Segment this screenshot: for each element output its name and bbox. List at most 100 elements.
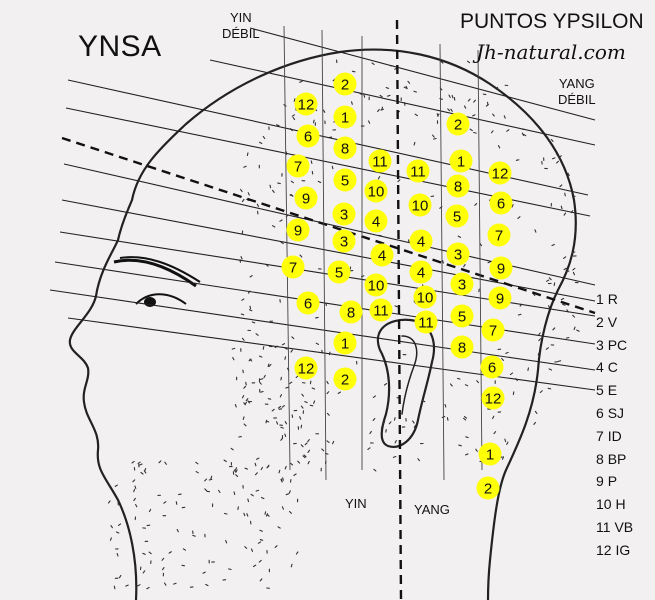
acupoint-label: 6 xyxy=(497,196,505,213)
acupoint-dot xyxy=(333,105,357,129)
acupoint-dot xyxy=(481,318,505,342)
acupoint-marker: 1 xyxy=(333,331,357,355)
acupoint-dot xyxy=(406,159,430,183)
acupoint-dot xyxy=(450,304,474,328)
acupoint-label: 5 xyxy=(458,309,466,326)
acupoint-dot xyxy=(445,204,469,228)
acupoint-label: 10 xyxy=(412,198,429,215)
acupoint-dot xyxy=(489,256,513,280)
acupoint-label: 11 xyxy=(418,315,434,332)
acupoint-label: 2 xyxy=(341,372,349,389)
acupoint-marker: 5 xyxy=(445,204,469,228)
acupoint-dot xyxy=(487,223,511,247)
acupoint-marker: 4 xyxy=(370,243,394,267)
acupoint-label: 1 xyxy=(341,110,349,127)
acupoint-label: 7 xyxy=(294,159,302,176)
acupoint-label: 4 xyxy=(417,265,425,282)
acupoint-label: 9 xyxy=(302,191,310,208)
acupoint-marker: 10 xyxy=(413,285,437,309)
acupoint-dot xyxy=(294,186,318,210)
acupoint-label: 9 xyxy=(497,261,505,278)
legend-row: 1 R xyxy=(596,291,618,307)
acupoint-marker: 12 xyxy=(294,356,318,380)
acupoint-marker: 2 xyxy=(333,72,357,96)
acupoint-marker: 5 xyxy=(333,168,357,192)
legend-row: 5 E xyxy=(596,382,618,399)
zone-yin: YIN xyxy=(345,496,367,511)
acupoint-label: 7 xyxy=(289,260,297,277)
acupoint-label: 8 xyxy=(347,305,355,322)
acupoint-label: 9 xyxy=(496,291,504,308)
acupoint-marker: 12 xyxy=(481,386,505,410)
acupoint-dot xyxy=(449,149,473,173)
legend-row: 11 VB xyxy=(596,518,634,535)
acupoint-dot xyxy=(368,149,392,173)
acupoint-label: 1 xyxy=(486,447,494,464)
acupoint-label: 10 xyxy=(417,290,434,307)
acupoint-marker: 9 xyxy=(489,256,513,280)
acupoint-marker: 4 xyxy=(409,229,433,253)
acupoint-label: 7 xyxy=(489,323,497,340)
acupoint-marker: 1 xyxy=(333,105,357,129)
acupoint-label: 2 xyxy=(484,481,492,498)
acupoint-label: 5 xyxy=(335,265,343,282)
acupoint-label: 12 xyxy=(485,391,502,408)
acupoint-dot xyxy=(480,355,504,379)
acupoint-label: 12 xyxy=(492,166,509,183)
acupoint-marker: 3 xyxy=(446,242,470,266)
acupoint-marker: 7 xyxy=(281,255,305,279)
eye xyxy=(135,293,187,307)
acupoint-label: 12 xyxy=(298,97,315,114)
acupoint-marker: 2 xyxy=(446,112,470,136)
legend-row: 4 C xyxy=(596,359,618,376)
acupoint-marker: 7 xyxy=(487,223,511,247)
zone-yin-debil-line2: DÉBIL xyxy=(222,26,260,41)
acupoint-dot xyxy=(333,367,357,391)
acupoint-marker: 12 xyxy=(488,161,512,185)
legend-row: 8 BP xyxy=(596,450,627,467)
acupoint-label: 3 xyxy=(454,247,462,264)
acupoint-dot xyxy=(476,476,500,500)
acupoint-dot xyxy=(333,168,357,192)
acupoint-label: 11 xyxy=(410,164,426,181)
acupoint-marker: 3 xyxy=(332,229,356,253)
acupoint-dot xyxy=(296,291,320,315)
acupoint-label: 2 xyxy=(454,117,462,134)
acupoint-label: 12 xyxy=(298,361,315,378)
acupoint-label: 4 xyxy=(372,214,380,231)
acupoint-marker: 12 xyxy=(294,92,318,116)
acupoint-marker: 2 xyxy=(476,476,500,500)
acupoint-marker: 6 xyxy=(296,124,320,148)
zone-yang-debil-line2: DÉBIL xyxy=(558,92,596,107)
acupoint-marker: 8 xyxy=(446,174,470,198)
acupoint-label: 3 xyxy=(458,277,466,294)
acupoint-marker: 9 xyxy=(294,186,318,210)
site-url: Jh-natural.com xyxy=(476,40,626,64)
acupoint-label: 9 xyxy=(294,223,302,240)
acupoint-label: 3 xyxy=(340,207,348,224)
acupoint-marker: 8 xyxy=(333,136,357,160)
meridian-legend: 1 R 2 V 3 PC 4 C 5 E 6 SJ 7 ID 8 BP 9 P … xyxy=(596,288,633,562)
acupoint-marker: 10 xyxy=(408,193,432,217)
acupoint-marker: 1 xyxy=(449,149,473,173)
legend-row: 12 IG xyxy=(596,541,631,558)
acupoint-dot xyxy=(286,154,310,178)
acupoint-dot xyxy=(478,442,502,466)
acupoint-marker: 1 xyxy=(478,442,502,466)
zone-yin-debil-line1: YIN xyxy=(229,10,252,25)
legend-row: 2 V xyxy=(596,313,618,330)
acupoint-dot xyxy=(489,191,513,215)
zone-yang-debil-line1: YANG xyxy=(558,76,595,91)
legend-row: 6 SJ xyxy=(596,404,625,421)
acupoint-marker: 11 xyxy=(414,310,438,334)
acupoint-dot xyxy=(414,310,438,334)
zone-yang: YANG xyxy=(414,502,450,517)
acupoint-label: 8 xyxy=(458,340,466,357)
acupoint-dot xyxy=(364,209,388,233)
acupoint-dot xyxy=(413,285,437,309)
acupoint-dot xyxy=(370,243,394,267)
acupoint-label: 1 xyxy=(457,154,465,171)
zone-yin-debil: YIN DÉBIL xyxy=(222,10,260,42)
acupoint-marker: 7 xyxy=(481,318,505,342)
